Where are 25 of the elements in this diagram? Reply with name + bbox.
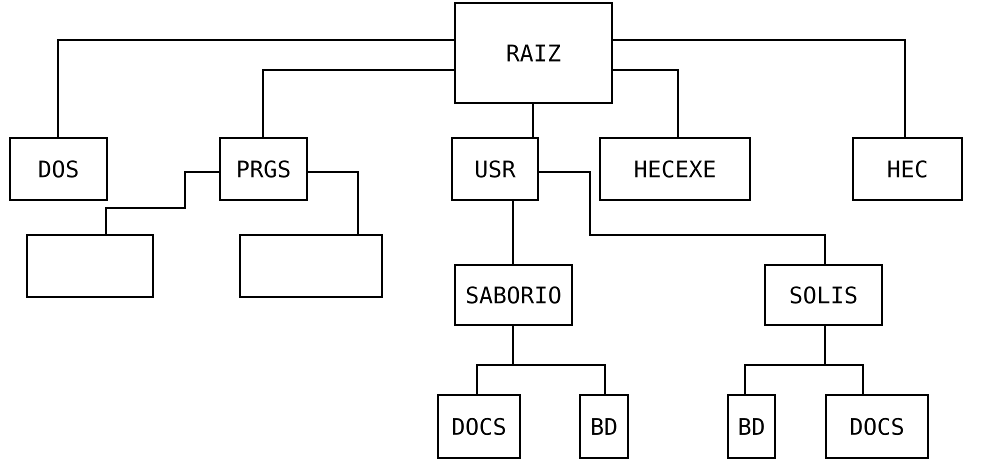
- folder-box: [239, 234, 383, 298]
- folder-box: [26, 234, 154, 298]
- connector-line: [612, 39, 906, 138]
- connector-line: [538, 171, 826, 265]
- folder-box: DOCS: [825, 394, 929, 459]
- folder-box: PRGS: [219, 137, 308, 201]
- folder-box: SOLIS: [764, 264, 883, 326]
- folder-box: RAIZ: [454, 2, 613, 104]
- folder-box: BD: [727, 394, 776, 459]
- folder-box: HEC: [852, 137, 963, 201]
- connector-line: [612, 69, 679, 138]
- connector-line: [824, 325, 864, 395]
- connector-line: [532, 103, 534, 138]
- connector-line: [57, 39, 455, 138]
- connector-line: [105, 171, 220, 235]
- folder-box: DOS: [9, 137, 108, 201]
- folder-box: DOCS: [437, 394, 521, 459]
- folder-box: USR: [451, 137, 539, 201]
- connector-line: [262, 69, 455, 138]
- connector-line: [307, 171, 359, 235]
- folder-box: HECEXE: [599, 137, 751, 201]
- connector-line: [512, 325, 606, 395]
- connector-line: [512, 200, 514, 265]
- folder-box: SABORIO: [454, 264, 573, 326]
- folder-box: BD: [579, 394, 629, 459]
